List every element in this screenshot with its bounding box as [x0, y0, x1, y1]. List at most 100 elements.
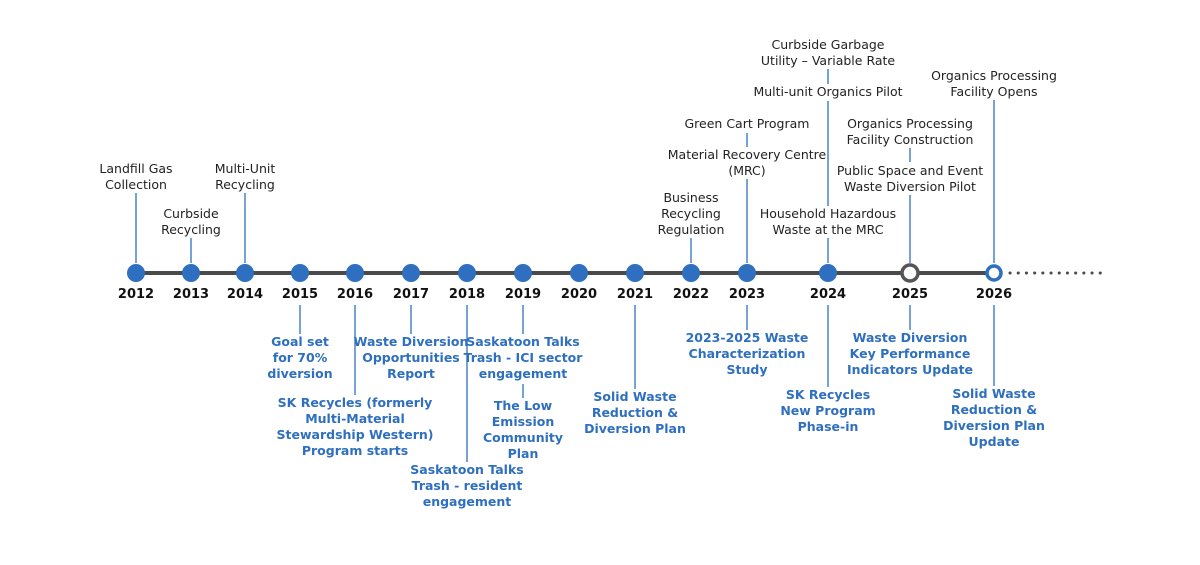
year-label-2015: 2015 [281, 287, 319, 302]
event-label-line: Program starts [301, 443, 409, 458]
event-label-line: Collection [105, 177, 167, 192]
node-layer [127, 263, 1003, 283]
year-node-2015 [291, 264, 309, 282]
event-label-line: Organics Processing [931, 68, 1057, 83]
event-label-above-2023: Green Cart Program [647, 116, 847, 132]
event-label-line: Characterization [688, 346, 806, 361]
year-label-2019: 2019 [504, 287, 542, 302]
event-label-line: Phase-in [797, 419, 859, 434]
event-label-line: Recycling [661, 206, 721, 221]
event-label-line: SK Recycles [785, 387, 871, 402]
year-label-2016: 2016 [336, 287, 374, 302]
year-node-2019 [514, 264, 532, 282]
year-label-2017: 2017 [392, 287, 430, 302]
event-label-line: engagement [478, 366, 568, 381]
event-label-line: Household Hazardous [759, 206, 897, 221]
event-label-line: Public Space and Event [836, 163, 984, 178]
year-label-2024: 2024 [809, 287, 847, 302]
event-label-line: Multi-unit Organics Pilot [753, 84, 903, 99]
year-node-2017 [402, 264, 420, 282]
event-label-line: Facility Construction [846, 132, 974, 147]
event-label-line: New Program [780, 403, 876, 418]
event-label-line: Opportunities [362, 350, 460, 365]
event-label-line: Curbside Garbage [771, 37, 885, 52]
event-label-line: Material Recovery Centre [667, 147, 827, 162]
event-label-line: The Low [493, 398, 553, 413]
event-label-line: Green Cart Program [684, 116, 810, 131]
event-label-line: Indicators Update [846, 362, 974, 377]
year-node-2018 [458, 264, 476, 282]
year-label-2018: 2018 [448, 287, 486, 302]
connector-layer [135, 69, 995, 462]
year-node-2024 [819, 264, 837, 282]
event-label-line: engagement [422, 494, 512, 509]
year-label-2021: 2021 [616, 287, 654, 302]
year-label-2012: 2012 [117, 287, 155, 302]
event-label-line: Key Performance [849, 346, 971, 361]
event-label-line: Saskatoon Talks [410, 462, 524, 477]
event-label-line: Trash - ICI sector [463, 350, 583, 365]
year-node-2026 [985, 264, 1003, 282]
event-label-line: Trash - resident [411, 478, 523, 493]
event-label-line: Solid Waste [593, 389, 677, 404]
year-label-2014: 2014 [226, 287, 264, 302]
year-node-2022 [682, 264, 700, 282]
year-label-2020: 2020 [560, 287, 598, 302]
event-label-above-2023: Material Recovery Centre(MRC) [647, 147, 847, 179]
event-label-line: Facility Opens [950, 84, 1038, 99]
event-label-line: diversion [267, 366, 333, 381]
year-node-2021 [626, 264, 644, 282]
event-label-line: Waste at the MRC [772, 222, 884, 237]
year-node-2023 [738, 264, 756, 282]
event-label-line: 2023-2025 Waste [685, 330, 809, 345]
event-label-line: Diversion Plan [943, 418, 1045, 433]
event-label-line: Solid Waste [952, 386, 1036, 401]
year-node-2012 [127, 264, 145, 282]
year-node-2014 [236, 264, 254, 282]
event-label-line: Report [387, 366, 435, 381]
event-label-line: (MRC) [728, 163, 766, 178]
event-label-line: Multi-Unit [214, 161, 276, 176]
event-label-line: for 70% [272, 350, 328, 365]
event-label-line: Waste Diversion [852, 330, 968, 345]
year-node-2013 [182, 264, 200, 282]
event-label-line: Business [663, 190, 719, 205]
year-node-2025 [900, 263, 920, 283]
year-label-2025: 2025 [891, 287, 929, 302]
event-label-line: Utility – Variable Rate [760, 53, 896, 68]
event-label-line: Reduction & [950, 402, 1038, 417]
year-label-2013: 2013 [172, 287, 210, 302]
event-label-line: Emission [491, 414, 555, 429]
event-label-line: SK Recycles (formerly [277, 395, 433, 410]
event-label-line: Community [482, 430, 564, 445]
event-label-line: Curbside [163, 206, 219, 221]
event-label-line: Goal set [271, 334, 329, 349]
event-label-line: Saskatoon Talks [466, 334, 580, 349]
event-label-line: Recycling [215, 177, 275, 192]
year-node-2020 [570, 264, 588, 282]
event-label-line: Regulation [657, 222, 725, 237]
event-label-line: Update [968, 434, 1020, 449]
event-label-line: Waste Diversion Pilot [844, 179, 976, 194]
event-label-line: Multi-Material [305, 411, 405, 426]
year-label-2022: 2022 [672, 287, 710, 302]
